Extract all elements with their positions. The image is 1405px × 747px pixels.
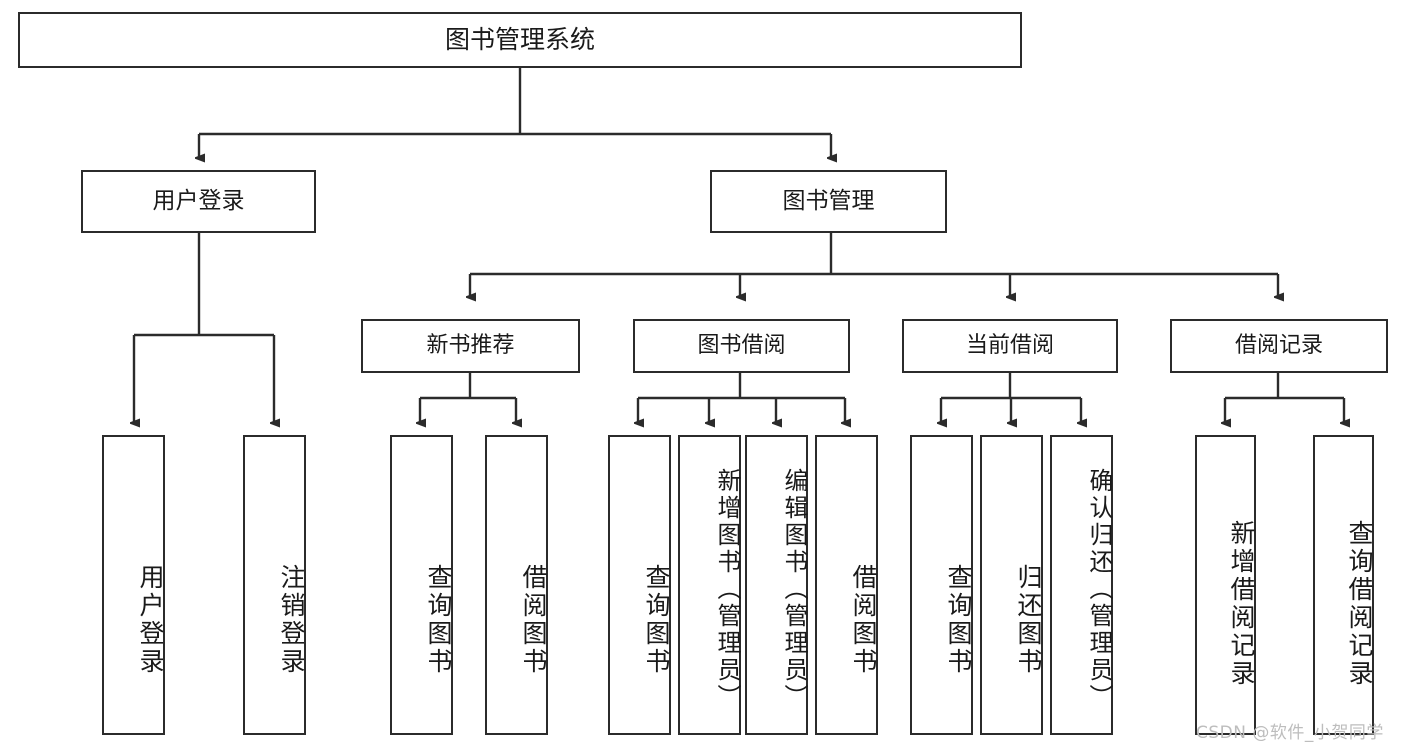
leaf-query-borrow-record[interactable]: 查询借阅记录 [1313,435,1374,735]
node-user-login[interactable]: 用户登录 [81,170,316,233]
leaf-logout-label: 注销登录 [277,564,306,676]
leaf-add-borrow-record[interactable]: 新增借阅记录 [1195,435,1256,735]
leaf-confirm-return-admin-label: 确认归还（管理员） [1085,467,1113,711]
leaf-edit-book-admin[interactable]: 编辑图书（管理员） [745,435,808,735]
leaf-return-book[interactable]: 归还图书 [980,435,1043,735]
leaf-query-book-borrow-label: 查询图书 [642,564,671,676]
node-new-book-recommend-label: 新书推荐 [426,332,515,358]
leaf-add-book-admin-label: 新增图书（管理员） [713,467,741,711]
node-current-borrow[interactable]: 当前借阅 [902,319,1118,373]
leaf-add-book-admin[interactable]: 新增图书（管理员） [678,435,741,735]
watermark: CSDN @软件_小贺同学 [1196,723,1384,743]
leaf-query-book-recommend-label: 查询图书 [424,564,453,676]
node-book-borrow[interactable]: 图书借阅 [633,319,850,373]
leaf-add-borrow-record-label: 新增借阅记录 [1227,520,1256,688]
leaf-borrow-book-recommend-label: 借阅图书 [519,564,548,676]
leaf-query-book-borrow[interactable]: 查询图书 [608,435,671,735]
leaf-query-book-current[interactable]: 查询图书 [910,435,973,735]
node-book-management[interactable]: 图书管理 [710,170,947,233]
node-root-label: 图书管理系统 [444,25,595,55]
leaf-user-login[interactable]: 用户登录 [102,435,165,735]
node-borrow-record[interactable]: 借阅记录 [1170,319,1388,373]
node-book-borrow-label: 图书借阅 [697,332,786,358]
leaf-borrow-book[interactable]: 借阅图书 [815,435,878,735]
leaf-query-borrow-record-label: 查询借阅记录 [1345,520,1374,688]
leaf-user-login-label: 用户登录 [136,564,165,676]
leaf-borrow-book-recommend[interactable]: 借阅图书 [485,435,548,735]
leaf-confirm-return-admin[interactable]: 确认归还（管理员） [1050,435,1113,735]
leaf-edit-book-admin-label: 编辑图书（管理员） [780,467,808,711]
node-root[interactable]: 图书管理系统 [18,12,1022,68]
leaf-query-book-current-label: 查询图书 [944,564,973,676]
node-current-borrow-label: 当前借阅 [965,332,1054,358]
leaf-query-book-recommend[interactable]: 查询图书 [390,435,453,735]
leaf-logout[interactable]: 注销登录 [243,435,306,735]
node-user-login-label: 用户登录 [152,187,245,214]
leaf-borrow-book-label: 借阅图书 [849,564,878,676]
leaf-return-book-label: 归还图书 [1014,564,1043,676]
node-new-book-recommend[interactable]: 新书推荐 [361,319,580,373]
node-book-management-label: 图书管理 [782,187,875,214]
node-borrow-record-label: 借阅记录 [1234,332,1323,358]
